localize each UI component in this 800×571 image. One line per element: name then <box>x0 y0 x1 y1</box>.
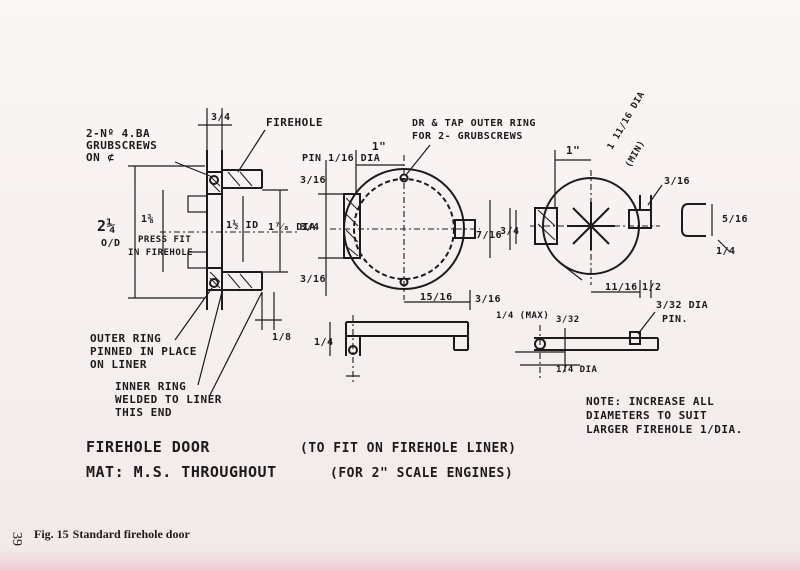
door-lower-dim-1: 1/4 (MAX) <box>496 311 549 321</box>
grubscrew-note-3: ON ⊄ <box>86 151 115 164</box>
title-material: MAT: M.S. THROUGHOUT <box>86 463 277 481</box>
title-main-paren: (TO FIT ON FIREHOLE LINER) <box>300 441 517 456</box>
press-fit-2: IN FIREHOLE <box>128 248 193 258</box>
page-number: 39 <box>9 532 24 546</box>
or-left-dim-1: 3/16 <box>300 175 326 186</box>
door-view <box>515 150 731 378</box>
or-right-dim-2: 3/4 <box>500 226 520 237</box>
title-material-paren: (FOR 2" SCALE ENGINES) <box>330 466 513 481</box>
door-right-dim: 3/16 <box>664 176 690 187</box>
door-top-dim: 1" <box>566 144 580 157</box>
drill-note-2: FOR 2- GRUBSCREWS <box>412 131 523 142</box>
door-pin-note-1: 3/32 DIA <box>656 300 708 311</box>
door-dia-min: (MIN) <box>624 139 647 170</box>
drawing-labels: 2-Nº 4.BA GRUBSCREWS ON ⊄ FIREHOLE 3/4 2… <box>86 90 748 481</box>
note-line-3: LARGER FIREHOLE 1/DIA. <box>586 423 743 436</box>
or-bottom-dim-1: 15/16 <box>420 292 453 303</box>
title-main: FIREHOLE DOOR <box>86 438 210 456</box>
outer-ring-view <box>318 144 511 385</box>
technical-drawing: 2-Nº 4.BA GRUBSCREWS ON ⊄ FIREHOLE 3/4 2… <box>86 90 748 481</box>
dim-bottom: 1/8 <box>272 332 292 343</box>
dim-id: 1½ ID <box>226 219 259 231</box>
door-pin-note-2: PIN. <box>662 314 688 325</box>
or-handle-dim: 1/4 <box>314 337 334 348</box>
side-section-view <box>128 108 300 396</box>
page-edge-tint <box>0 549 800 571</box>
dim-outer-dia-od: O/D <box>101 238 121 249</box>
door-handle-dim: 5/16 <box>722 214 748 225</box>
dim-outer-dia: 2¼ <box>97 217 116 235</box>
figure-number: Fig. 15 <box>34 527 69 541</box>
door-lower-dim-2: 3/32 <box>556 315 580 325</box>
door-handle-dim-2: 1/4 <box>716 246 736 257</box>
inner-ring-note-2: WELDED TO LINER <box>115 393 222 406</box>
door-bottom-dim-1: 11/16 <box>605 282 638 293</box>
outer-ring-top-dim: 1" <box>372 140 386 153</box>
or-bottom-dim-2: 3/16 <box>475 294 501 305</box>
pin-label: PIN 1/16 DIA <box>302 153 380 164</box>
door-lower-dim-3: 1/4 DIA <box>556 365 598 375</box>
outer-ring-note-3: ON LINER <box>90 358 147 371</box>
or-right-dim: 7/16 <box>476 230 502 241</box>
dim-inner-1: 1⅜ <box>141 213 154 225</box>
note-line-2: DIAMETERS TO SUIT <box>586 409 707 422</box>
figure-caption-label: Standard firehole door <box>72 527 190 541</box>
or-left-dim-2: 3/4 <box>300 222 320 233</box>
firehole-label: FIREHOLE <box>266 116 323 129</box>
door-bottom-dim-2: 1/2 <box>642 282 662 293</box>
or-left-dim-3: 3/16 <box>300 274 326 285</box>
drill-note-1: DR & TAP OUTER RING <box>412 118 536 129</box>
press-fit-1: PRESS FIT <box>138 235 191 245</box>
dim-thickness-top: 3/4 <box>211 112 231 123</box>
inner-ring-note-1: INNER RING <box>115 380 186 393</box>
outer-ring-note-1: OUTER RING <box>90 332 161 345</box>
inner-ring-note-3: THIS END <box>115 406 172 419</box>
note-line-1: NOTE: INCREASE ALL <box>586 395 714 408</box>
grubscrew-note-2: GRUBSCREWS <box>86 139 157 152</box>
grubscrew-note-1: 2-Nº 4.BA <box>86 127 150 140</box>
dim-firehole-dia: 1⁷⁄₈ DIA <box>268 222 316 233</box>
outer-ring-note-2: PINNED IN PLACE <box>90 345 197 358</box>
